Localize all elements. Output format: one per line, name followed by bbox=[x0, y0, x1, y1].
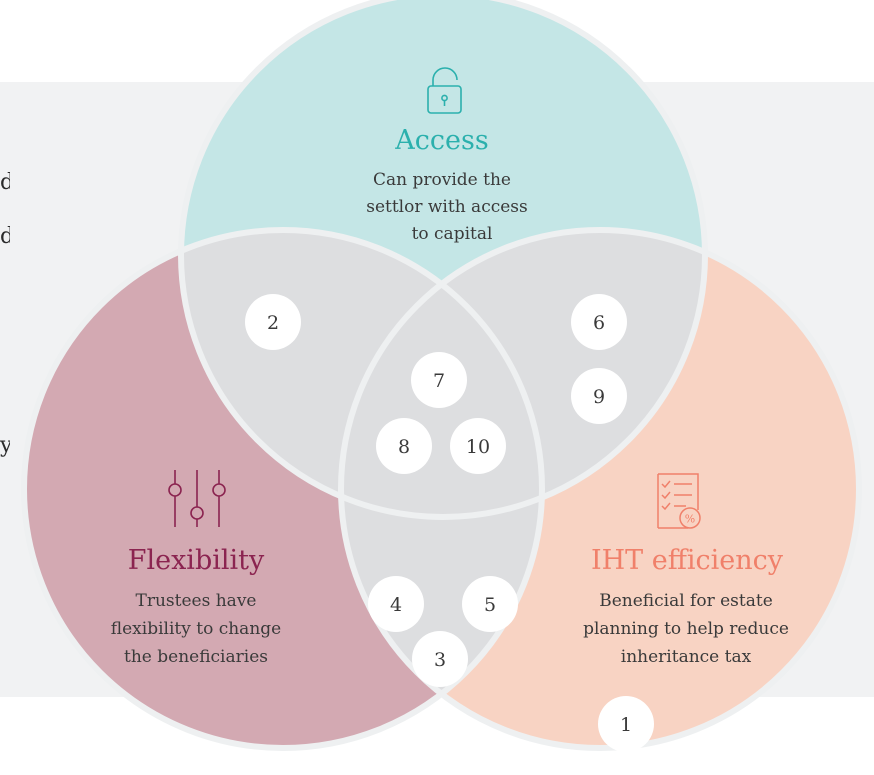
cut-off-text-fragment: d bbox=[0, 226, 10, 248]
access-description-line: settlor with access bbox=[366, 197, 528, 217]
badge-10: 10 bbox=[450, 418, 506, 474]
checklist-percent-icon: % bbox=[657, 473, 701, 529]
iht-description-line: planning to help reduce bbox=[583, 619, 789, 639]
iht-circle-outline bbox=[338, 227, 862, 751]
access-description-line: Can provide the bbox=[373, 170, 511, 190]
svg-text:5: 5 bbox=[484, 594, 496, 616]
badge-6: 6 bbox=[571, 294, 627, 350]
iht-description-line: Beneficial for estate bbox=[599, 591, 773, 611]
svg-text:1: 1 bbox=[620, 714, 632, 736]
svg-text:%: % bbox=[685, 513, 695, 526]
badge-3: 3 bbox=[412, 631, 468, 687]
svg-text:9: 9 bbox=[593, 386, 605, 408]
flexibility-circle-outline bbox=[21, 227, 545, 751]
iht-efficiency-title: IHT efficiency bbox=[591, 545, 784, 576]
badge-7: 7 bbox=[411, 352, 467, 408]
cut-off-text-fragment: d bbox=[0, 172, 10, 194]
svg-text:4: 4 bbox=[390, 594, 402, 616]
cut-off-text-fragment: y bbox=[0, 435, 10, 457]
flexibility-description-line: flexibility to change bbox=[111, 619, 281, 639]
badge-4: 4 bbox=[368, 576, 424, 632]
svg-text:3: 3 bbox=[434, 649, 446, 671]
badge-5: 5 bbox=[462, 576, 518, 632]
svg-text:7: 7 bbox=[433, 370, 445, 392]
svg-text:2: 2 bbox=[267, 312, 279, 334]
svg-text:10: 10 bbox=[466, 436, 490, 458]
access-description-line: to capital bbox=[412, 224, 493, 244]
flexibility-description-line: Trustees have bbox=[136, 591, 257, 611]
iht-description-line: inheritance tax bbox=[621, 647, 752, 667]
svg-text:6: 6 bbox=[593, 312, 605, 334]
badge-2: 2 bbox=[245, 294, 301, 350]
badge-9: 9 bbox=[571, 368, 627, 424]
svg-text:8: 8 bbox=[398, 436, 410, 458]
sliders-icon bbox=[168, 470, 226, 527]
badge-8: 8 bbox=[376, 418, 432, 474]
flexibility-description-line: the beneficiaries bbox=[124, 647, 268, 667]
flexibility-title: Flexibility bbox=[128, 545, 265, 576]
badge-1: 1 bbox=[598, 696, 654, 752]
padlock-icon bbox=[427, 67, 462, 114]
access-title: Access bbox=[394, 125, 488, 156]
